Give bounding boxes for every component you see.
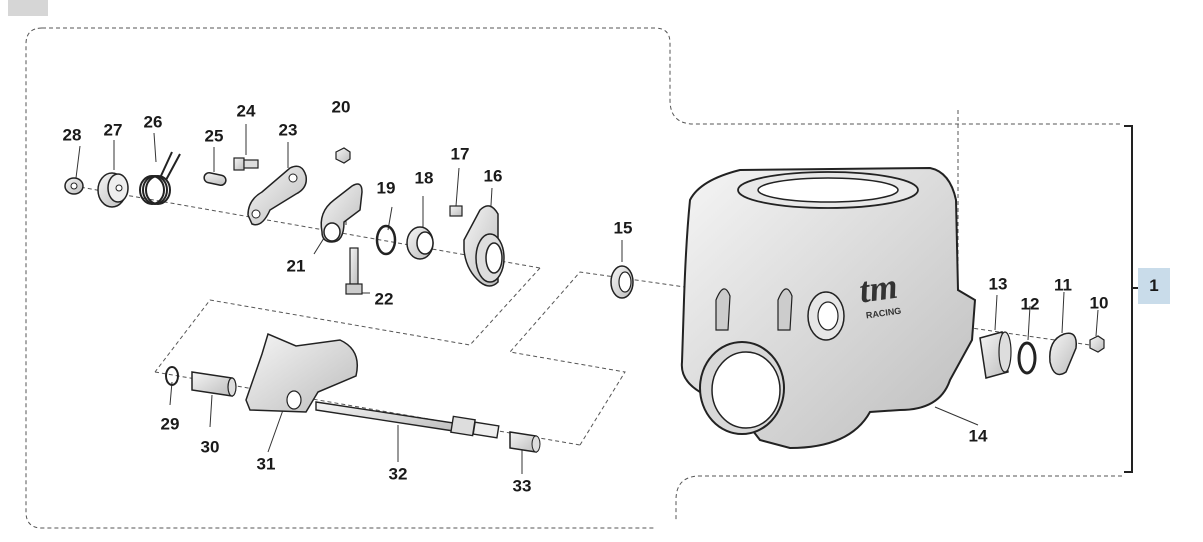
part-11-cover	[1049, 332, 1077, 376]
part-32-shaft	[315, 401, 500, 439]
brand-logo: tm	[857, 266, 900, 311]
callout-22: 22	[374, 289, 394, 309]
part-22-bolt	[345, 247, 363, 295]
callout-16: 16	[483, 166, 503, 186]
callout-13: 13	[988, 274, 1008, 294]
part-20-nut	[335, 147, 351, 164]
part-13-bushing	[979, 331, 1012, 379]
assembly-label[interactable]: 1	[1138, 268, 1170, 304]
part-29-circlip	[165, 366, 179, 386]
part-21-rocker	[320, 183, 363, 243]
callout-26: 26	[143, 112, 163, 132]
part-33-bush	[509, 431, 541, 453]
callout-21: 21	[286, 256, 306, 276]
callout-28: 28	[62, 125, 82, 145]
part-17-screw	[449, 205, 463, 217]
callout-25: 25	[204, 126, 224, 146]
part-12-oring	[1017, 341, 1037, 375]
callout-23: 23	[278, 120, 298, 140]
callout-18: 18	[414, 168, 434, 188]
part-25-pin	[203, 172, 227, 186]
part-14-cylinder: tm RACING	[680, 166, 977, 450]
callout-19: 19	[376, 178, 396, 198]
part-31-valve	[245, 332, 358, 413]
callout-10: 10	[1089, 293, 1109, 313]
callout-20: 20	[331, 97, 351, 117]
assembly-bracket	[1124, 125, 1138, 473]
callout-32: 32	[388, 464, 408, 484]
part-26-spring	[139, 151, 181, 205]
callout-leaders	[75, 124, 1099, 474]
part-24-screw	[233, 157, 259, 171]
callout-11: 11	[1054, 275, 1072, 295]
callout-12: 12	[1020, 294, 1040, 314]
callout-29: 29	[160, 414, 180, 434]
assembly-boundary	[42, 27, 1122, 125]
callout-24: 24	[236, 101, 256, 121]
part-16-housing	[463, 205, 505, 287]
callout-14: 14	[968, 426, 988, 446]
callout-27: 27	[103, 120, 123, 140]
callout-17: 17	[450, 144, 470, 164]
part-15-seal	[610, 265, 634, 299]
part-10-nut	[1089, 335, 1105, 353]
callout-31: 31	[256, 454, 276, 474]
callout-33: 33	[512, 476, 532, 496]
callout-15: 15	[613, 218, 633, 238]
corner-mark	[8, 0, 48, 16]
part-27-washer	[97, 172, 129, 208]
part-28-nut	[64, 177, 84, 195]
callout-30: 30	[200, 437, 220, 457]
assembly-boundary-left	[25, 27, 655, 529]
brand-logo-subtext: RACING	[865, 306, 902, 321]
part-19-circlip	[375, 224, 397, 256]
part-18-bearing	[406, 226, 434, 260]
assembly-boundary-lower	[675, 475, 1122, 520]
part-23-lever	[247, 165, 308, 226]
part-30-sleeve	[191, 371, 237, 397]
